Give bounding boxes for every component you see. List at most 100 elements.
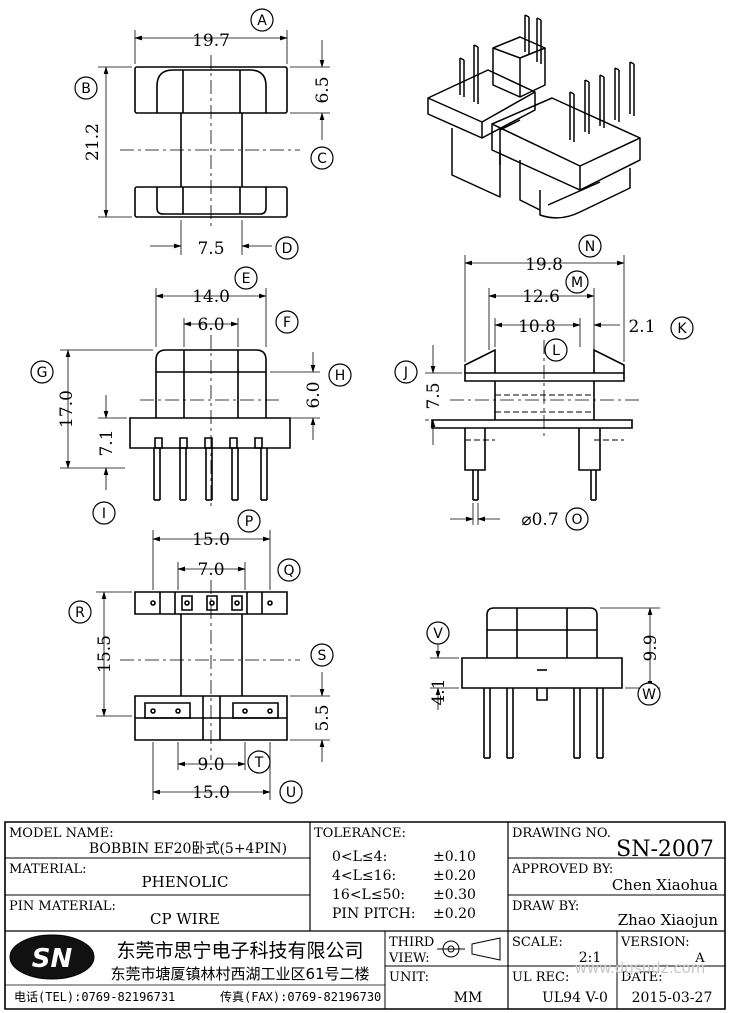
draw-label: DRAW BY: [512, 899, 579, 914]
dim-u: 15.0 [192, 783, 230, 803]
drawing-no: SN-2007 [616, 837, 714, 862]
drawing-no-label: DRAWING NO. [512, 826, 611, 841]
company-address: 东莞市塘厦镇林村西湖工业区61号二楼 [110, 965, 369, 983]
dim-g: 17.0 [57, 390, 77, 428]
callout-letter: R [75, 605, 85, 621]
callout-letter: W [642, 687, 656, 703]
dim-t: 9.0 [197, 755, 224, 775]
side-view [432, 340, 640, 500]
callout-e: E [235, 267, 257, 289]
material-label: MATERIAL: [9, 862, 86, 877]
model-value: BOBBIN EF20卧式(5+4PIN) [89, 841, 287, 857]
callout-letter: U [286, 785, 296, 801]
dim-o: ⌀0.7 [521, 510, 558, 530]
front-view-dims [60, 288, 320, 490]
third-view-label-2: VIEW: [388, 951, 430, 966]
dim-b: 21.2 [83, 123, 103, 161]
tol-range-1: 4<L≤16: [332, 868, 396, 884]
unit-label: UNIT: [389, 970, 429, 985]
dimension-texts: 19.7 21.2 6.5 7.5 14.0 6.0 17.0 6.0 7.1 … [57, 31, 661, 803]
callout-circle [638, 683, 660, 705]
approved-label: APPROVED BY: [511, 862, 613, 877]
callout-letter: J [403, 365, 408, 381]
dim-n: 19.8 [525, 255, 563, 275]
callout-k: K [671, 317, 693, 339]
scale: 2:1 [579, 950, 602, 966]
tel: 电话(TEL):0769-82196731 [14, 990, 175, 1004]
callout-s: S [311, 644, 333, 666]
callout-i: I [93, 502, 115, 524]
callout-d: D [276, 237, 298, 259]
company-name: 东莞市思宁电子科技有限公司 [116, 940, 363, 962]
callout-circle [427, 622, 449, 644]
callout-letter: O [571, 512, 582, 528]
logo-text: SN [32, 944, 73, 974]
pin-material-label: PIN MATERIAL: [9, 899, 116, 914]
callout-r: R [69, 601, 91, 623]
tol-range-2: 16<L≤50: [332, 887, 405, 903]
ul-label: UL REC: [512, 970, 569, 985]
callout-p: P [238, 510, 260, 532]
dim-k: 2.1 [628, 317, 655, 337]
third-view-label-1: THIRD [389, 935, 434, 950]
callout-u: U [280, 781, 302, 803]
dim-m: 12.6 [522, 287, 560, 307]
callout-letter: S [318, 648, 327, 664]
dim-q: 7.0 [197, 560, 224, 580]
callout-circle [311, 644, 333, 666]
dim-s: 5.5 [313, 704, 333, 731]
callout-c: C [311, 147, 333, 169]
side-view-dims [425, 255, 625, 525]
callout-circle [75, 77, 97, 99]
material-value: PHENOLIC [142, 873, 229, 891]
end-view [462, 608, 622, 758]
callout-circle [69, 601, 91, 623]
callout-circle [311, 147, 333, 169]
watermark: www.dgsndz.com [575, 959, 706, 977]
callout-a: A [251, 9, 273, 31]
callout-circle [278, 559, 300, 581]
title-block [5, 822, 725, 1009]
callout-t: T [248, 751, 270, 773]
callout-circle [248, 751, 270, 773]
callout-letter: E [242, 271, 251, 287]
callout-n: N [579, 235, 601, 257]
callout-circle [238, 510, 260, 532]
callout-letter: A [257, 13, 267, 29]
callout-letter: D [282, 241, 293, 257]
sn-logo [9, 934, 95, 980]
ul: UL94 V-0 [542, 990, 608, 1006]
callout-letter: V [433, 626, 443, 642]
dim-a: 19.7 [192, 31, 230, 51]
callout-letter: G [37, 365, 48, 381]
tol-range-3: PIN PITCH: [332, 906, 416, 922]
callout-circle [276, 237, 298, 259]
callout-circle [566, 508, 588, 530]
date-label: DATE: [621, 970, 663, 985]
top-view-dims [98, 30, 330, 255]
callout-circle [545, 339, 567, 361]
callout-letter: P [245, 514, 253, 530]
dim-d: 7.5 [197, 239, 224, 259]
callout-circle [566, 271, 588, 293]
dim-v: 4.1 [429, 678, 449, 705]
dim-i: 7.1 [97, 429, 117, 456]
callout-h: H [329, 364, 351, 386]
callout-circle [280, 781, 302, 803]
dim-p: 15.0 [192, 530, 230, 550]
dim-j: 7.5 [424, 382, 444, 409]
tolerance-label: TOLERANCE: [314, 826, 406, 841]
scale-label: SCALE: [512, 935, 563, 950]
callout-f: F [276, 311, 298, 333]
draw-by: Zhao Xiaojun [618, 911, 719, 929]
callout-circle [276, 311, 298, 333]
callout-g: G [31, 361, 53, 383]
callout-circle [579, 235, 601, 257]
callout-b: B [75, 77, 97, 99]
callout-circle [93, 502, 115, 524]
approved-by: Chen Xiaohua [612, 876, 718, 894]
unit: MM [454, 990, 483, 1006]
dim-l: 10.8 [518, 317, 556, 337]
